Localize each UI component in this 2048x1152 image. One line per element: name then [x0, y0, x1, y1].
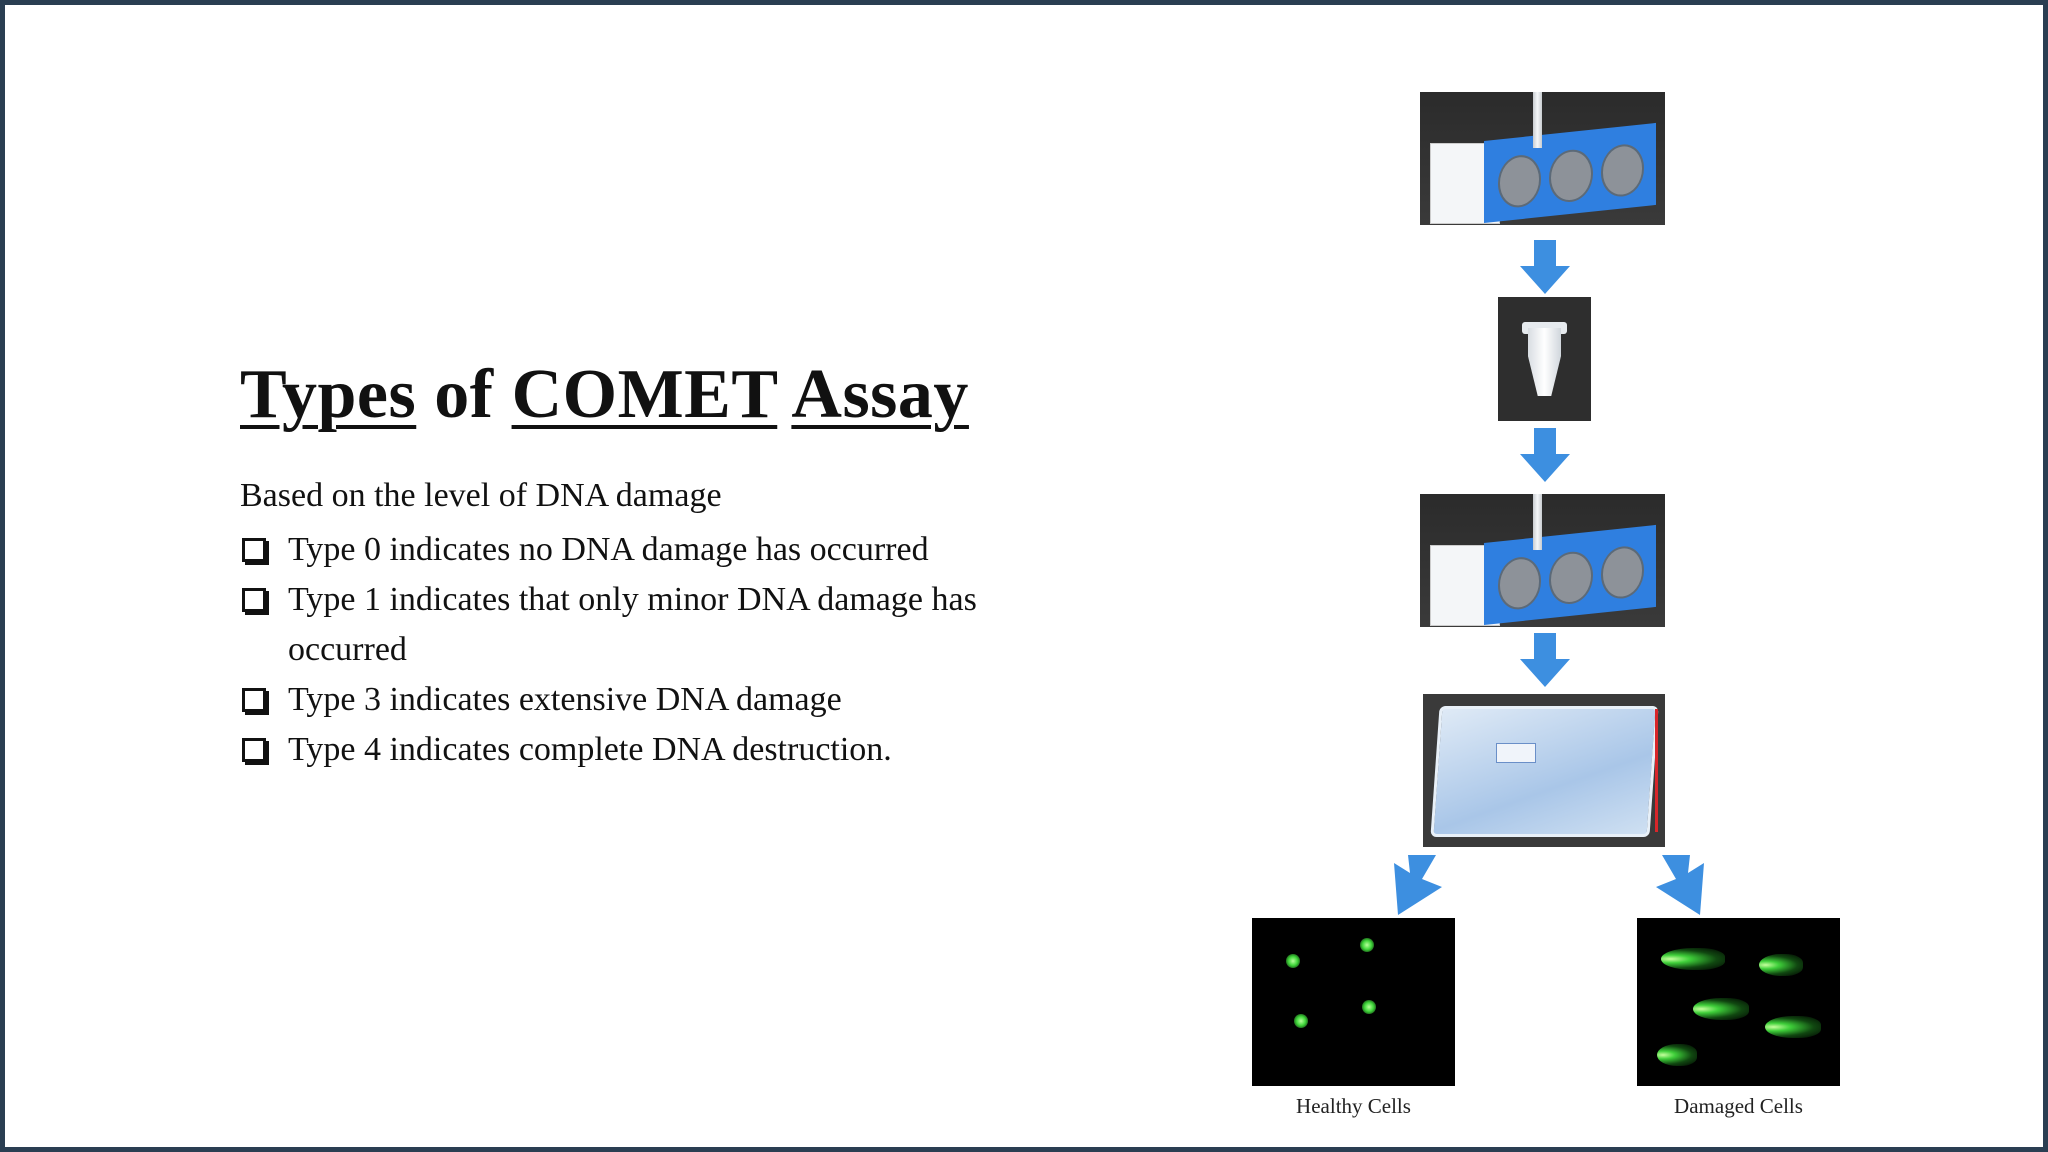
bullet-text: Type 1 indicates that only minor DNA dam… [288, 581, 977, 668]
checkbox-bullet-icon [242, 538, 266, 562]
bullet-item: Type 1 indicates that only minor DNA dam… [240, 575, 1040, 675]
intact-nucleus [1360, 938, 1374, 952]
damaged-cells-image [1637, 918, 1840, 1086]
checkbox-bullet-icon [242, 738, 266, 762]
comet-tail [1759, 954, 1803, 976]
title-word-comet: COMET [511, 356, 778, 433]
red-electrode-wire [1654, 709, 1658, 832]
title-word-of: of [434, 356, 494, 433]
sample-well [1548, 147, 1593, 204]
title-word-assay: Assay [791, 356, 969, 433]
bullet-item: Type 0 indicates no DNA damage has occur… [240, 525, 1040, 575]
slide-loading-photo [1420, 494, 1665, 627]
damaged-cells-caption: Damaged Cells [1674, 1094, 1803, 1118]
intact-nucleus [1294, 1014, 1308, 1028]
glass-slide [1429, 544, 1501, 627]
blue-frame [1483, 524, 1656, 626]
bullet-text: Type 0 indicates no DNA damage has occur… [288, 531, 929, 568]
comet-tail [1657, 1044, 1697, 1066]
sample-well [1600, 544, 1644, 601]
bullet-list: Type 0 indicates no DNA damage has occur… [240, 525, 1040, 775]
sample-well [1497, 153, 1541, 210]
title-word-types: Types [240, 356, 417, 433]
bullet-text: Type 3 indicates extensive DNA damage [288, 681, 842, 718]
microcentrifuge-tube [1527, 328, 1562, 397]
sample-well [1600, 142, 1644, 199]
electrophoresis-tank-photo [1423, 694, 1665, 847]
glass-slide [1429, 142, 1501, 225]
down-left-arrow-icon [1394, 855, 1442, 915]
slide-title: Types of COMET Assay [240, 355, 969, 435]
tube-photo [1498, 297, 1591, 421]
blue-frame [1483, 122, 1656, 224]
comet-tail [1661, 948, 1725, 970]
down-arrow-icon [1520, 240, 1570, 294]
slide-loading-photo [1420, 92, 1665, 225]
tube-cap [1522, 321, 1567, 335]
bullet-text: Type 4 indicates complete DNA destructio… [288, 731, 892, 768]
pipette-tip [1532, 494, 1543, 550]
electrophoresis-tank [1430, 706, 1659, 838]
bullet-item: Type 4 indicates complete DNA destructio… [240, 725, 1040, 775]
checkbox-bullet-icon [242, 588, 266, 612]
intact-nucleus [1362, 1000, 1376, 1014]
pipette-tip [1532, 92, 1543, 148]
bullet-item: Type 3 indicates extensive DNA damage [240, 675, 1040, 725]
down-arrow-icon [1520, 428, 1570, 482]
healthy-cells-image [1252, 918, 1455, 1086]
checkbox-bullet-icon [242, 688, 266, 712]
down-arrow-icon [1520, 633, 1570, 687]
healthy-cells-caption: Healthy Cells [1296, 1094, 1411, 1118]
slide-tray [1495, 742, 1537, 764]
sample-well [1548, 549, 1593, 606]
intro-text: Based on the level of DNA damage [240, 477, 722, 514]
sample-well [1497, 555, 1541, 612]
intact-nucleus [1286, 954, 1300, 968]
down-right-arrow-icon [1656, 855, 1704, 915]
comet-tail [1765, 1016, 1821, 1038]
comet-tail [1693, 998, 1749, 1020]
